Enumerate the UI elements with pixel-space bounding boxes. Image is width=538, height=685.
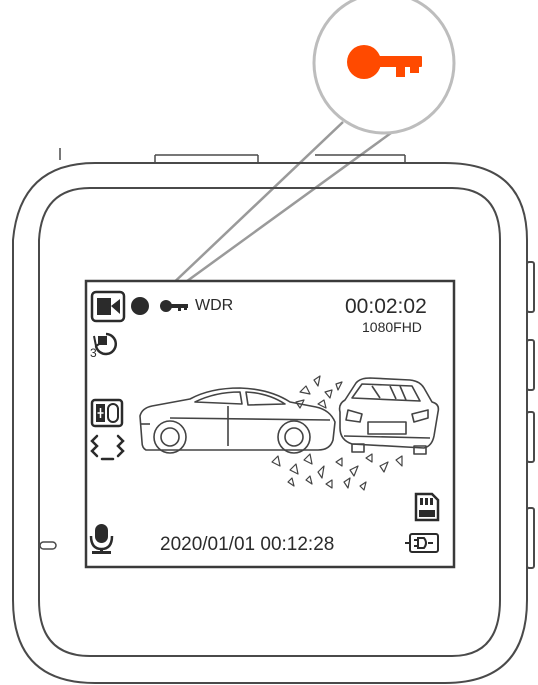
side-button-3: [526, 411, 535, 463]
led-indicator: [39, 541, 57, 550]
device-body: [12, 148, 528, 684]
side-button-2: [526, 339, 535, 391]
callout-leader-lines: [165, 121, 403, 294]
power-plug-icon: [405, 533, 439, 553]
video-camera-icon: [90, 290, 126, 323]
debris-shards: [271, 375, 403, 491]
g-sensor-icon: [90, 434, 125, 461]
recording-time: 00:02:02: [345, 295, 427, 318]
wdr-label: WDR: [195, 297, 234, 314]
side-button-4: [526, 507, 535, 569]
callout-key-icon: [347, 45, 422, 79]
record-dot-icon: [131, 297, 149, 315]
sedan-car: [139, 387, 336, 454]
side-button-1: [526, 261, 535, 313]
side-buttons: [526, 261, 535, 569]
key-icon: [160, 300, 188, 312]
suv-car: [338, 377, 440, 455]
car-collision-illustration: [139, 375, 440, 491]
battery-icon: [90, 398, 124, 428]
resolution-label: 1080FHD: [362, 319, 422, 335]
sd-card-icon: [414, 492, 440, 522]
microphone-icon: [89, 524, 114, 554]
date-time-stamp: 2020/01/01 00:12:28: [160, 534, 335, 555]
loop-minutes: 3: [90, 346, 97, 360]
loop-recording-icon: [93, 332, 118, 356]
